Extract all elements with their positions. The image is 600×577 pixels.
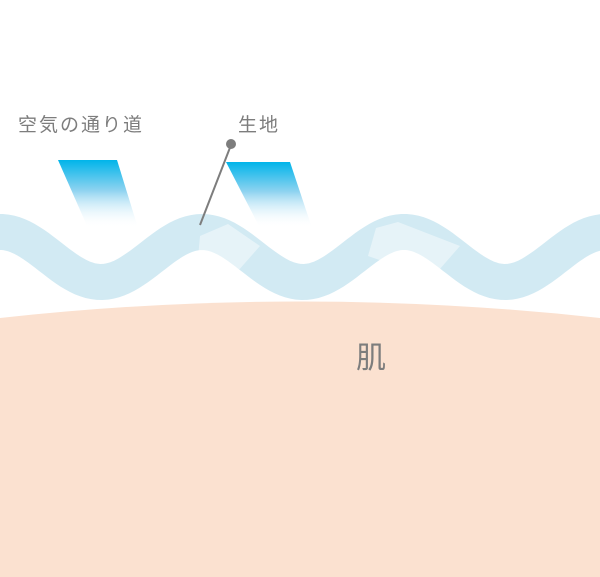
airflow-arrow-2 xyxy=(226,162,312,228)
fabric-label: 生地 xyxy=(238,114,281,136)
airflow-arrow-1 xyxy=(58,160,138,228)
fabric-pointer-line xyxy=(199,144,232,226)
fabric-wave xyxy=(0,213,600,301)
fabric-highlight-2 xyxy=(368,222,460,278)
skin-area xyxy=(0,301,600,577)
skin-label: 肌 xyxy=(356,341,388,376)
fabric-highlight-1 xyxy=(198,224,260,280)
fabric-pointer-dot xyxy=(226,139,236,149)
airflow-label: 空気の通り道 xyxy=(18,114,145,136)
